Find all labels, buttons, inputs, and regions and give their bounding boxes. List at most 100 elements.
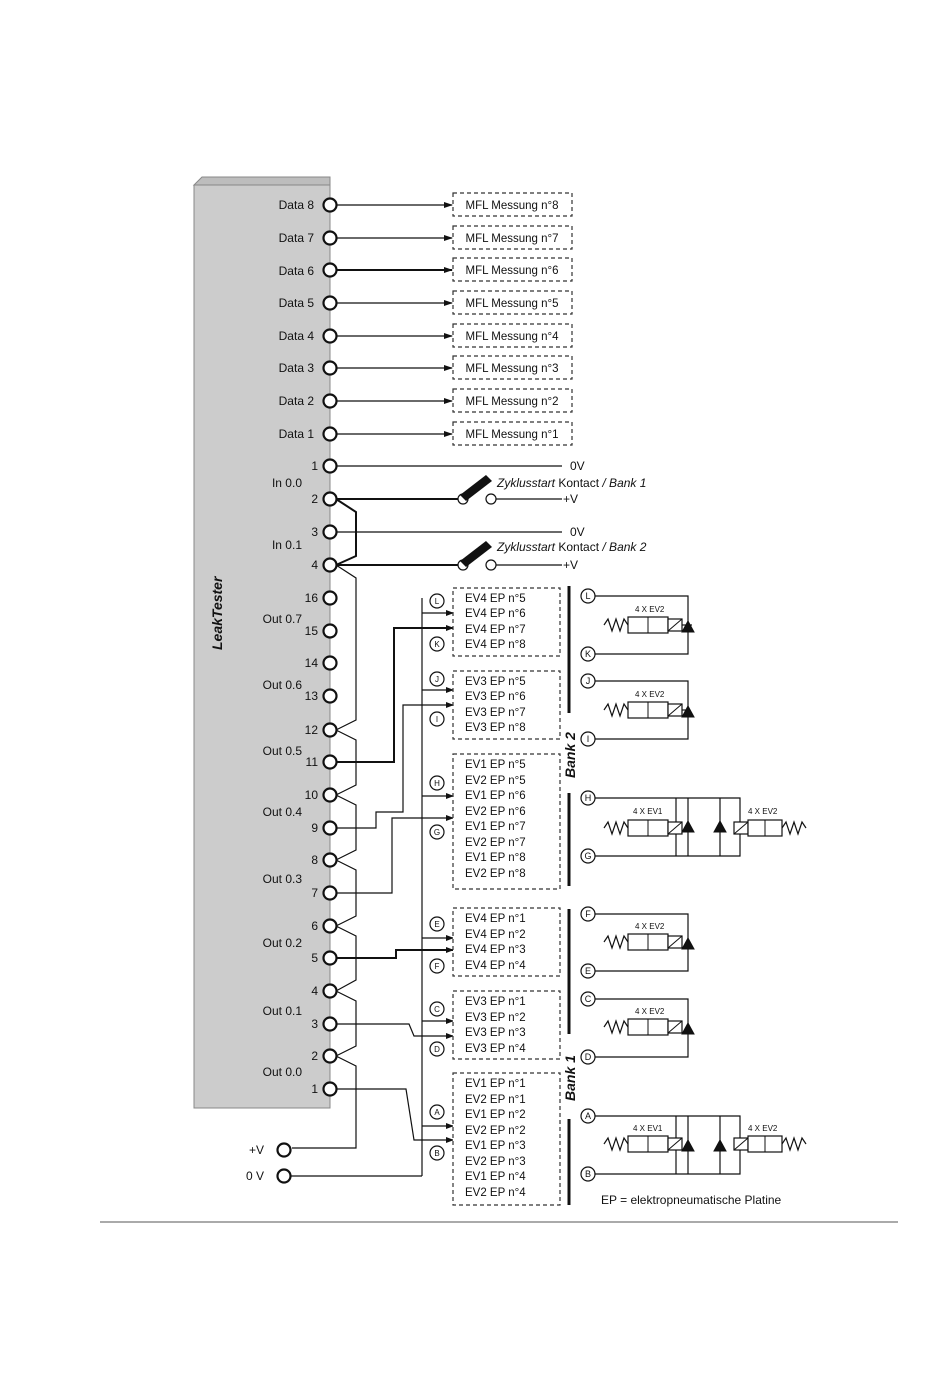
spring-icon (603, 702, 629, 718)
device-label: LeakTester (209, 575, 225, 650)
ep-label: EV1 EP n°2 (465, 1109, 526, 1121)
pin-number: 1 (311, 459, 318, 473)
valve-unit-ji: J I 4 X EV2 (580, 673, 695, 747)
pin-number: 5 (311, 951, 318, 965)
data-port-1: Data 1 MFL Messung n°1 (279, 421, 573, 446)
pin-number: 2 (311, 492, 318, 506)
data-port-label: Data 5 (279, 296, 315, 310)
ep-label: EV2 EP n°2 (465, 1125, 526, 1137)
mfl-box-label: MFL Messung n°5 (465, 298, 558, 310)
valve-label: 4 X EV2 (748, 1124, 778, 1133)
io-label: Out 0.1 (263, 1004, 303, 1018)
right-letter: E (585, 966, 591, 976)
right-letter: K (585, 649, 591, 659)
bank-label: Bank 2 (562, 732, 578, 778)
diode-icon (681, 619, 695, 633)
right-letter: I (587, 734, 590, 744)
connector-letter: A (434, 1108, 440, 1117)
data-terminal (322, 262, 338, 278)
io-label: Out 0.4 (263, 805, 303, 819)
ep-label: EV2 EP n°3 (465, 1156, 526, 1168)
diode-icon (681, 819, 695, 833)
valve-circuits: L K 4 X EV2 J I 4 X EV2 (580, 588, 807, 1182)
valve-label: 4 X EV2 (635, 922, 665, 931)
ep-label: EV1 EP n°8 (465, 852, 526, 864)
contact-bank: / Bank 1 (601, 476, 646, 490)
contact-bank: / Bank 2 (601, 540, 646, 554)
valve-label: 4 X EV2 (635, 605, 665, 614)
io-label: In 0.0 (272, 476, 302, 490)
data-terminal (322, 197, 338, 213)
io-group-labels: In 0.0 In 0.1 Out 0.7 Out 0.6 Out 0.5 Ou… (263, 476, 303, 1079)
ep-label: EV3 EP n°5 (465, 676, 526, 688)
connector-letter: F (435, 962, 440, 971)
spring-icon (603, 934, 629, 950)
ep-label: EV4 EP n°6 (465, 608, 526, 620)
pin-number: 13 (305, 689, 319, 703)
ep-label: EV2 EP n°5 (465, 775, 526, 787)
connector-letter: L (435, 597, 440, 606)
connector-letter: I (436, 715, 438, 724)
contact-0v-label: 0V (570, 525, 585, 539)
diode-icon (713, 1138, 727, 1152)
ep-label: EV1 EP n°4 (465, 1171, 526, 1183)
connector-letter: B (434, 1149, 439, 1158)
data-port-label: Data 8 (279, 198, 315, 212)
valve-label: 4 X EV1 (633, 1124, 663, 1133)
data-port-label: Data 1 (279, 427, 315, 441)
data-port-label: Data 2 (279, 394, 315, 408)
data-port-3: Data 3 MFL Messung n°3 (279, 355, 573, 380)
spring-icon (603, 1136, 629, 1152)
mfl-box-label: MFL Messung n°6 (465, 265, 558, 277)
io-label: Out 0.0 (263, 1065, 303, 1079)
diode-icon (681, 936, 695, 950)
pin-number: 3 (311, 525, 318, 539)
io-label: Out 0.7 (263, 612, 303, 626)
right-letter: C (585, 994, 592, 1004)
pin-number: 16 (305, 591, 319, 605)
diode-icon (681, 1138, 695, 1152)
mfl-box-label: MFL Messung n°8 (465, 200, 558, 212)
bank-label: Bank 1 (562, 1055, 578, 1101)
diode-icon (681, 704, 695, 718)
pin-number: 12 (305, 723, 319, 737)
pin-number: 8 (311, 853, 318, 867)
pin-terminals: 1 2 3 4 16 15 14 13 12 11 10 9 8 7 6 5 4… (305, 458, 338, 1097)
ep-label: EV3 EP n°4 (465, 1043, 526, 1055)
switch-lever-icon (460, 475, 492, 501)
pin-number: 7 (311, 886, 318, 900)
pin-number: 10 (305, 788, 319, 802)
contact-plus-label: +V (563, 492, 578, 506)
cycle-start-contact-1: 0V +V Zyklusstart Kontact / Bank 1 (336, 459, 646, 506)
data-port-label: Data 3 (279, 361, 315, 375)
ep-label: EV1 EP n°3 (465, 1140, 526, 1152)
data-terminal (322, 360, 338, 376)
ep-label: EV3 EP n°1 (465, 996, 526, 1008)
right-letter: B (585, 1169, 591, 1179)
io-label: In 0.1 (272, 538, 302, 552)
pin-number: 14 (305, 656, 319, 670)
diode-icon (713, 819, 727, 833)
data-port-label: Data 6 (279, 264, 315, 278)
supply-zero-terminal (276, 1168, 292, 1184)
connector-letter: G (434, 828, 440, 837)
ep-label: EV3 EP n°7 (465, 707, 526, 719)
io-label: Out 0.6 (263, 678, 303, 692)
pin-number: 9 (311, 821, 318, 835)
ep-label: EV4 EP n°1 (465, 913, 526, 925)
valve-unit-ab: A B 4 X EV1 4 X EV2 (580, 1108, 807, 1182)
contact-italic: Zyklusstart (496, 540, 556, 554)
diode-icon (681, 1021, 695, 1035)
mfl-box-label: MFL Messung n°1 (465, 429, 558, 441)
data-terminal (322, 230, 338, 246)
mfl-box-label: MFL Messung n°3 (465, 363, 558, 375)
right-letter: G (584, 851, 591, 861)
data-port-6: Data 6 MFL Messung n°6 (279, 257, 573, 282)
supply-plus-terminal (276, 1142, 292, 1158)
connector-letter: K (434, 640, 440, 649)
pin-number: 2 (311, 1049, 318, 1063)
right-letter: J (586, 676, 591, 686)
